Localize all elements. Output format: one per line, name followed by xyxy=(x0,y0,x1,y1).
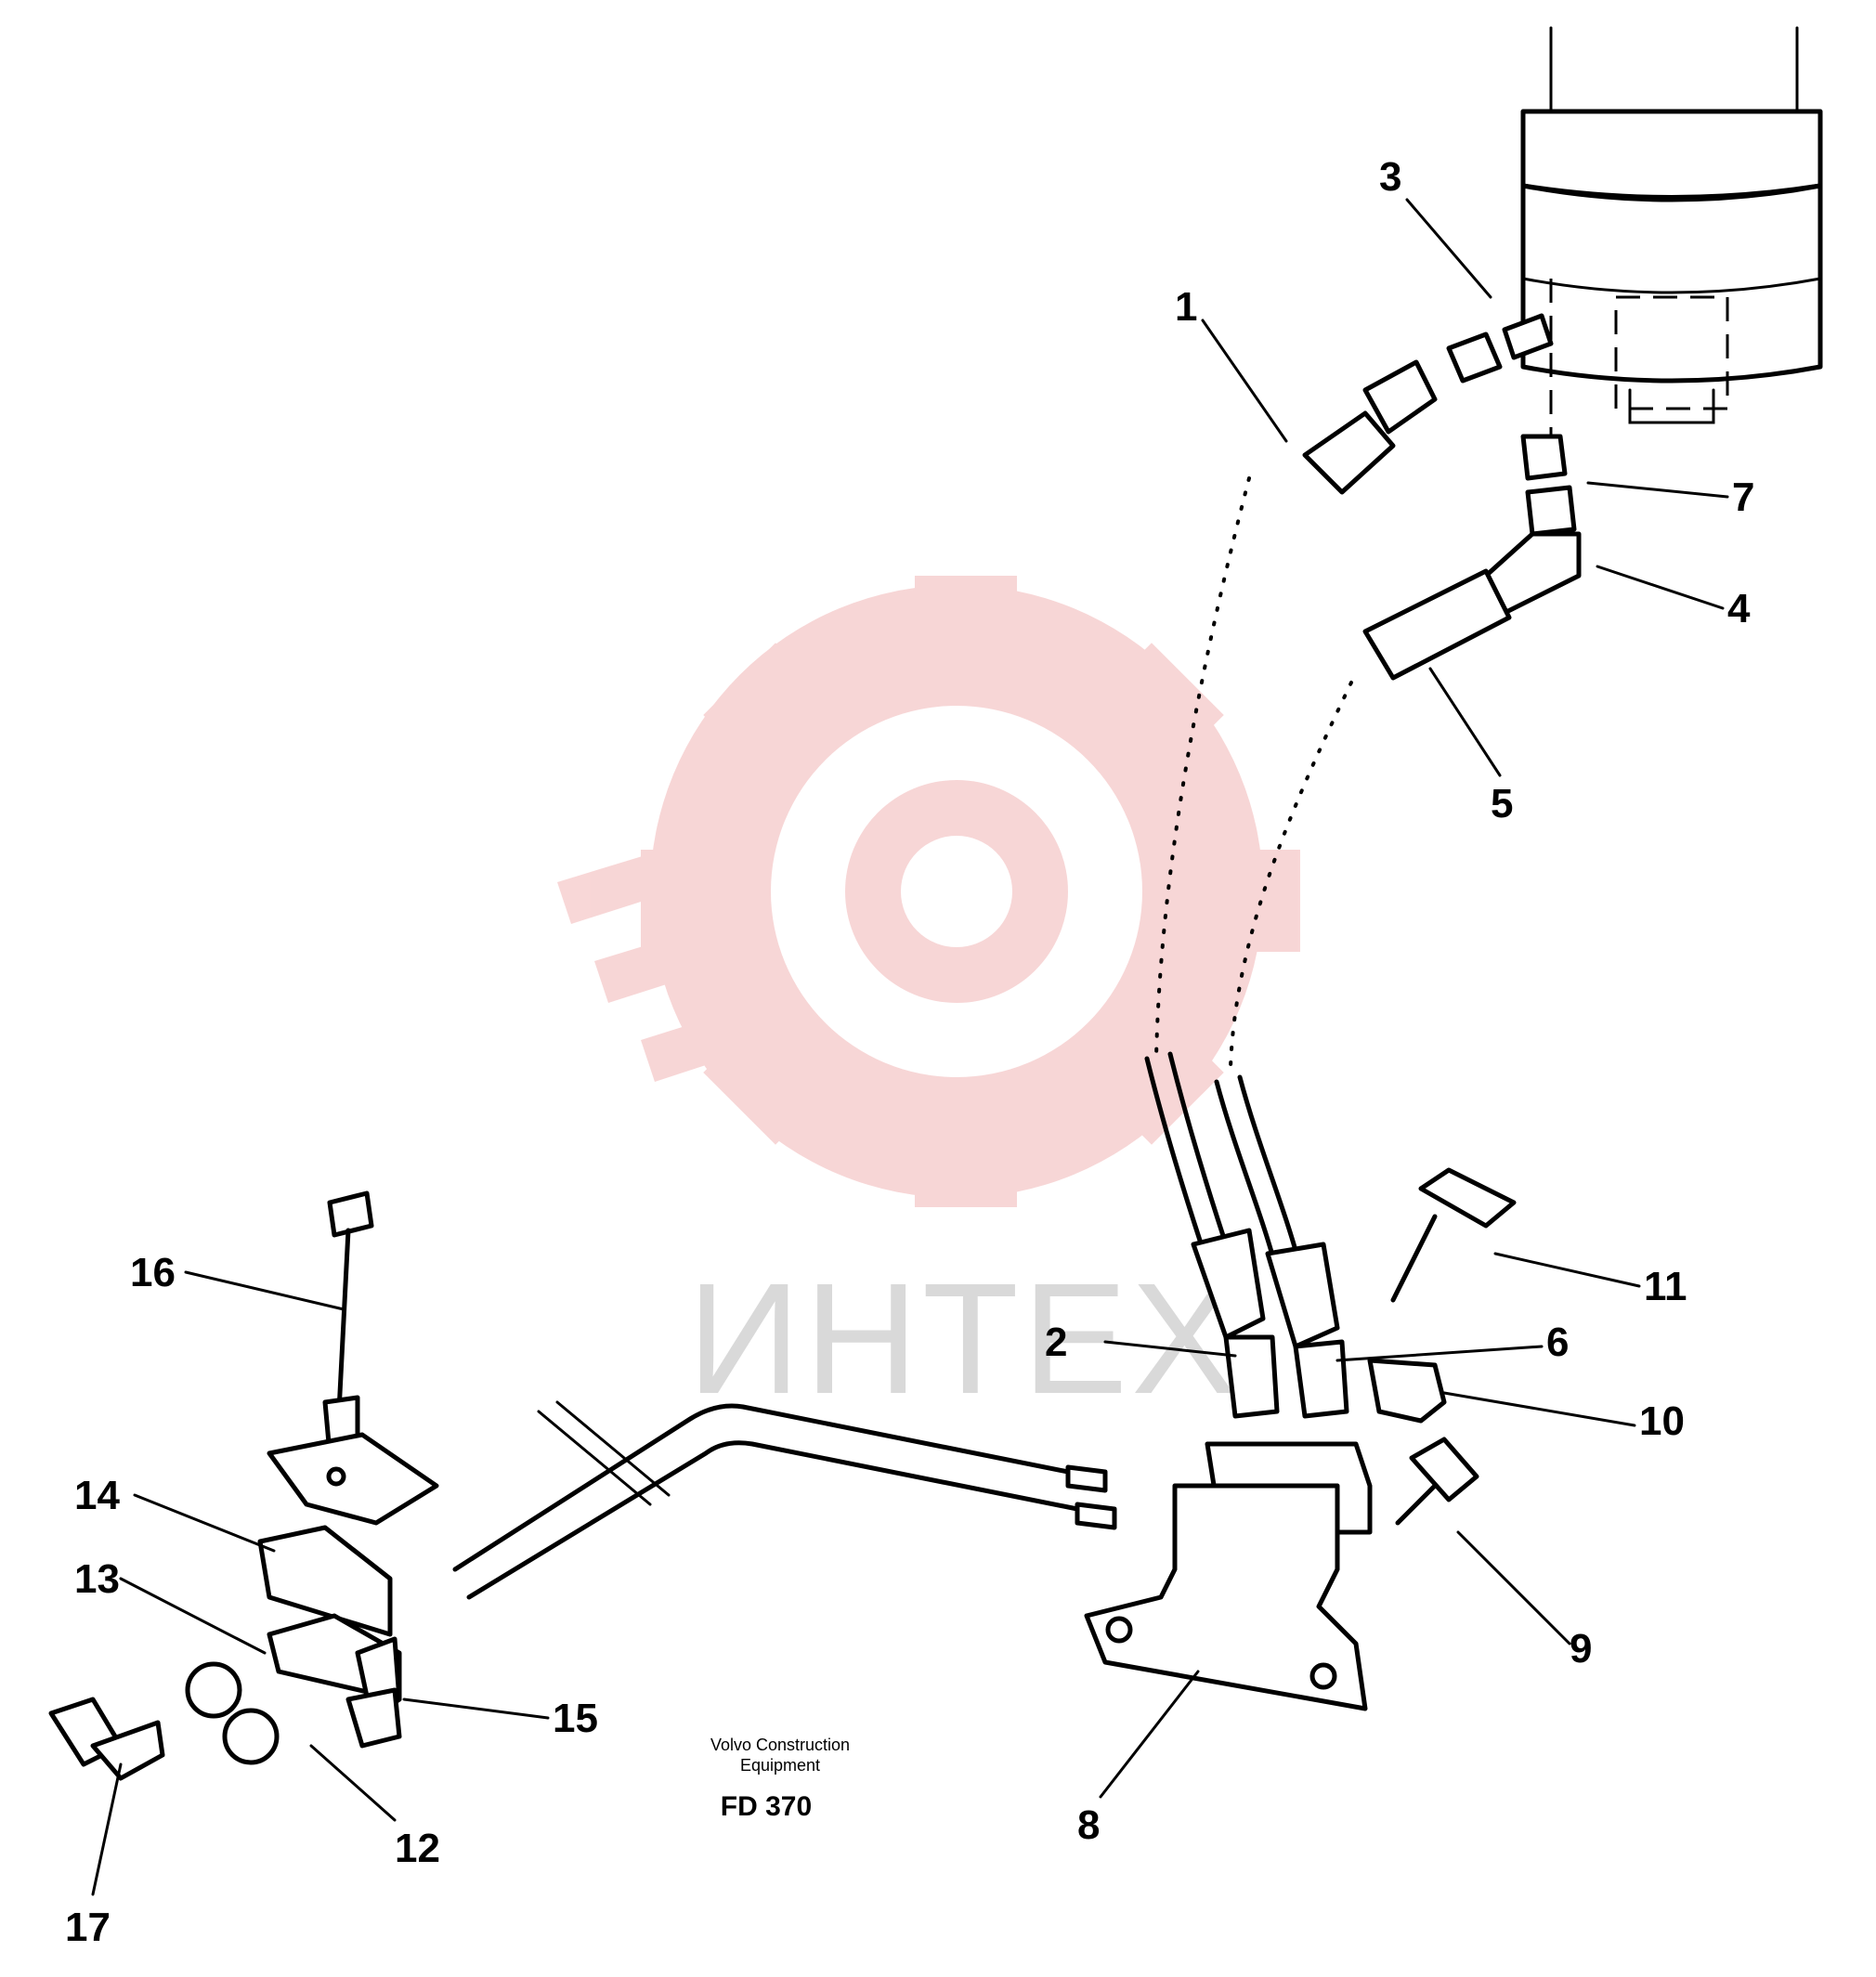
watermark-text: ИНТЕХ xyxy=(687,1251,1241,1427)
callout-10: 10 xyxy=(1639,1398,1685,1444)
callout-2: 2 xyxy=(1045,1320,1067,1365)
callout-16: 16 xyxy=(130,1250,176,1295)
callout-8: 8 xyxy=(1077,1802,1100,1848)
drawing-code: FD 370 xyxy=(721,1791,812,1822)
hose-assembly-5 xyxy=(1229,434,1582,1070)
callout-14: 14 xyxy=(74,1473,120,1518)
callout-4: 4 xyxy=(1727,586,1751,631)
callout-17: 17 xyxy=(65,1905,111,1950)
callout-12: 12 xyxy=(395,1826,440,1871)
credit-line-2: Equipment xyxy=(740,1756,820,1775)
leader-lines xyxy=(91,198,1729,1896)
callout-9: 9 xyxy=(1570,1626,1592,1671)
callout-6: 6 xyxy=(1546,1320,1569,1365)
credit-line-1: Volvo Construction xyxy=(710,1736,850,1754)
callout-3: 3 xyxy=(1379,154,1401,200)
pipe-clamp-assembly xyxy=(48,1190,439,1781)
callout-13: 13 xyxy=(74,1556,120,1602)
callout-labels: 1 2 3 4 5 6 7 8 9 10 11 12 13 14 15 16 1… xyxy=(65,154,1754,1950)
credit-block: Volvo Construction Equipment FD 370 xyxy=(710,1736,850,1822)
callout-1: 1 xyxy=(1175,284,1197,330)
hose-assembly-1 xyxy=(1154,313,1554,1060)
lower-hoses xyxy=(1144,1051,1349,1419)
mounting-bracket xyxy=(1084,1167,1517,1711)
callout-15: 15 xyxy=(553,1696,598,1741)
callout-5: 5 xyxy=(1491,781,1513,826)
watermark-logo xyxy=(557,576,1300,1207)
hydraulic-cylinder xyxy=(1520,26,1823,436)
callout-11: 11 xyxy=(1644,1264,1687,1309)
steel-pipes xyxy=(452,1400,1117,1600)
callout-7: 7 xyxy=(1732,475,1754,520)
